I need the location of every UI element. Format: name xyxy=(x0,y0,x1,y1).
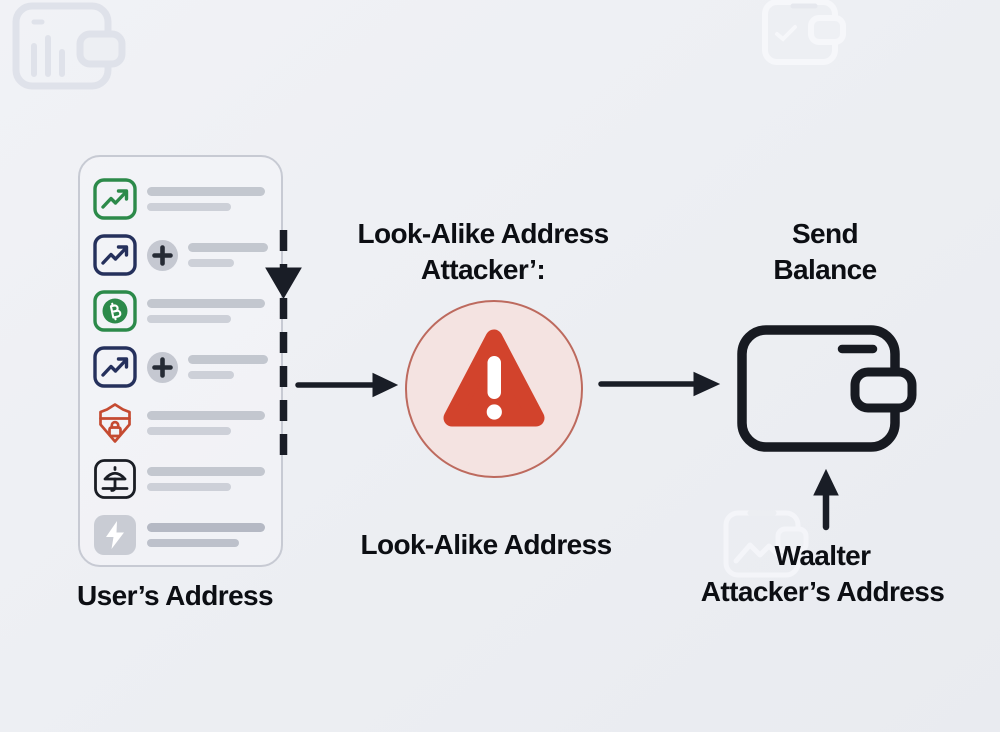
attacker-address-line1: Waalter xyxy=(774,540,872,571)
dashed-line-arrowhead-icon xyxy=(265,267,302,299)
warning-triangle-icon xyxy=(443,329,545,427)
arrow-warning-to-wallet-head-icon xyxy=(693,371,721,397)
placeholder-text-lines xyxy=(147,187,265,211)
trend-up-navy-icon xyxy=(93,346,137,388)
arrow-up-to-wallet-head-icon xyxy=(813,468,839,496)
placeholder-text-lines xyxy=(147,299,265,323)
placeholder-text-lines xyxy=(147,411,265,435)
send-balance-line1: Send xyxy=(791,218,859,249)
list-item xyxy=(93,177,281,221)
center-title-line2: Attacker’: xyxy=(420,254,546,285)
plus-badge-icon xyxy=(147,239,178,271)
send-balance-line2: Balance xyxy=(773,254,877,285)
placeholder-text-lines xyxy=(147,467,265,491)
shield-lock-icon xyxy=(93,402,137,444)
umbrella-icon xyxy=(93,458,137,500)
trend-up-navy-icon xyxy=(93,234,137,276)
list-item xyxy=(93,345,281,389)
user-address-panel xyxy=(78,155,283,567)
list-item xyxy=(93,233,281,277)
center-caption: Look-Alike Address xyxy=(325,527,647,563)
arrow-left-to-warning-head-icon xyxy=(372,372,399,398)
wallet-icon xyxy=(737,325,917,452)
center-title-line1: Look-Alike Address xyxy=(357,218,609,249)
placeholder-text-lines xyxy=(188,243,268,267)
placeholder-text-lines xyxy=(188,355,268,379)
plus-badge-icon xyxy=(147,351,178,383)
center-title: Look-Alike Address Attacker’: xyxy=(323,216,643,288)
list-item xyxy=(93,513,281,557)
lightning-icon xyxy=(93,514,137,556)
attacker-address-line2: Attacker’s Address xyxy=(700,576,945,607)
trend-up-green-icon xyxy=(93,178,137,220)
list-item xyxy=(93,401,281,445)
list-item xyxy=(93,457,281,501)
list-item xyxy=(93,289,281,333)
attacker-address-label: Waalter Attacker’s Address xyxy=(655,538,990,610)
center-caption-text: Look-Alike Address xyxy=(360,529,612,560)
user-address-label-text: User’s Address xyxy=(77,580,274,611)
user-address-label: User’s Address xyxy=(55,578,295,614)
bitcoin-icon xyxy=(93,290,137,332)
address-list xyxy=(80,177,281,557)
placeholder-text-lines xyxy=(147,523,265,547)
send-balance-label: Send Balance xyxy=(730,216,920,288)
